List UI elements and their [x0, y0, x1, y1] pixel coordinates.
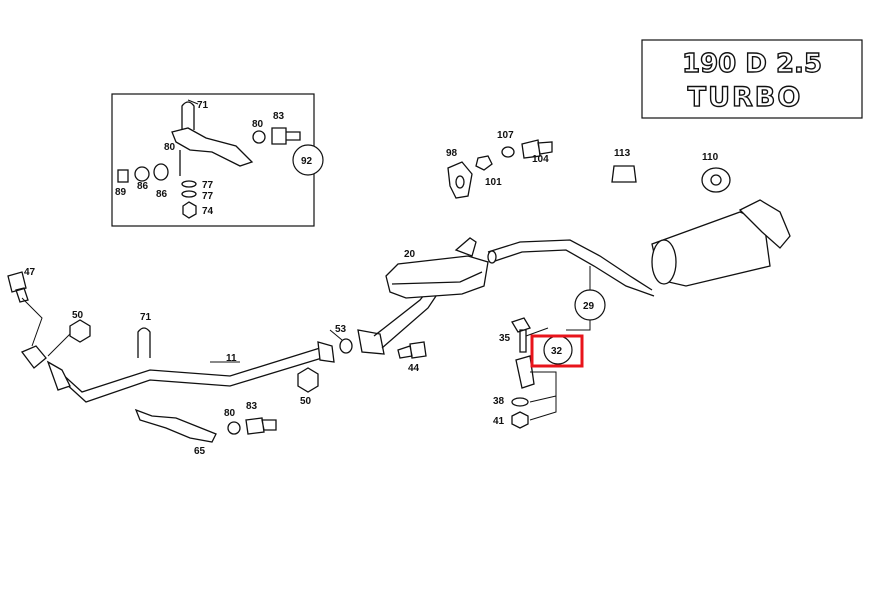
center-muffler-icon [385, 255, 489, 299]
rear-pipe-icon [487, 239, 653, 291]
muffler-hanger-icon [454, 237, 477, 257]
label-20: 20 [404, 249, 416, 260]
washer-icon [181, 190, 197, 198]
washer-icon [227, 421, 241, 435]
nut-icon [69, 319, 91, 343]
bolt-icon [521, 139, 553, 159]
bolt-icon [511, 317, 531, 353]
label-80: 80 [224, 408, 236, 419]
label-77: 77 [202, 180, 214, 191]
clamp-icon [515, 355, 535, 389]
label-86: 86 [156, 189, 168, 200]
label-101: 101 [485, 177, 502, 188]
rubber-mount-icon [153, 163, 169, 181]
emblem-line2: TURBO [688, 82, 803, 113]
washer-icon [181, 180, 197, 188]
label-104: 104 [532, 154, 549, 165]
label-74: 74 [202, 206, 214, 217]
label-107: 107 [497, 130, 514, 141]
label-38: 38 [493, 396, 505, 407]
bolt-icon [397, 341, 427, 359]
emblem-box [641, 39, 863, 119]
hanger-bracket-icon [134, 408, 217, 443]
label-80: 80 [164, 142, 176, 153]
label-29: 29 [583, 301, 595, 312]
label-83: 83 [246, 401, 258, 412]
washer-icon [501, 146, 515, 158]
label-71: 71 [140, 312, 152, 323]
pipe-flange-icon [317, 341, 335, 363]
middle-pipe-icon [381, 295, 437, 349]
nut-icon [511, 411, 529, 429]
label-77: 77 [202, 191, 214, 202]
gasket-icon [339, 338, 353, 354]
highlight-box [530, 334, 584, 368]
label-53: 53 [335, 324, 347, 335]
washer-icon [252, 130, 266, 144]
label-83: 83 [273, 111, 285, 122]
nut-icon [117, 169, 129, 183]
callout-circle-92 [292, 144, 324, 176]
clip-icon [475, 155, 493, 171]
label-44: 44 [408, 363, 420, 374]
u-bolt-icon [181, 101, 195, 130]
nut-icon [182, 201, 197, 219]
label-86: 86 [137, 181, 149, 192]
rubber-buffer-icon [611, 165, 637, 183]
rubber-mount-icon [134, 166, 150, 182]
washer-icon [511, 397, 529, 407]
bolt-icon [271, 127, 301, 145]
middle-flange-icon [357, 329, 385, 355]
u-bolt-icon [137, 327, 151, 358]
label-113: 113 [614, 148, 631, 159]
pipe-joint-icon [46, 360, 71, 391]
label-71: 71 [197, 100, 209, 111]
label-98: 98 [446, 148, 458, 159]
label-11: 11 [226, 353, 237, 364]
front-pipe-icon [59, 347, 321, 393]
tail-pipe-icon [738, 199, 791, 249]
front-pipe-icon [63, 357, 323, 403]
emblem-line1: 190 D 2.5 [682, 49, 822, 79]
label-110: 110 [702, 152, 719, 163]
label-92: 92 [301, 156, 313, 167]
bolt-icon [245, 417, 277, 435]
label-50: 50 [300, 396, 312, 407]
label-41: 41 [493, 416, 505, 427]
label-65: 65 [194, 446, 206, 457]
hanger-bracket-icon [171, 127, 254, 167]
label-32: 32 [551, 346, 563, 357]
label-47: 47 [24, 267, 36, 278]
flange-icon [20, 345, 47, 369]
label-35: 35 [499, 333, 511, 344]
label-80: 80 [252, 119, 264, 130]
label-89: 89 [115, 187, 127, 198]
bolt-icon [7, 271, 29, 303]
label-50: 50 [72, 310, 84, 321]
nut-icon [297, 367, 319, 393]
